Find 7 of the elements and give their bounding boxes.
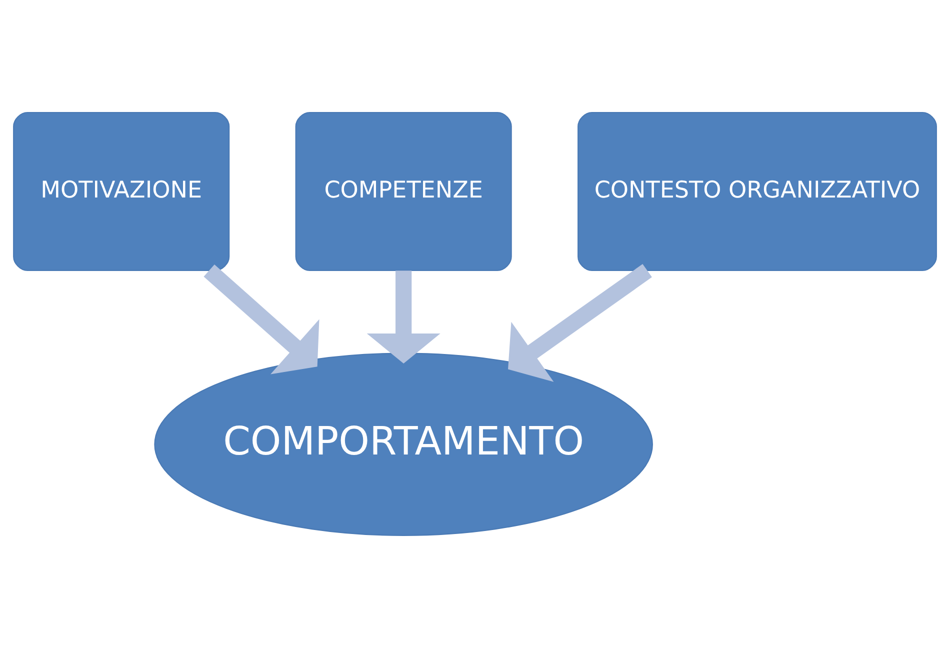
node-ellipse: COMPORTAMENTO bbox=[154, 352, 653, 536]
arrow bbox=[366, 270, 440, 364]
node-box: MOTIVAZIONE bbox=[13, 112, 230, 271]
node-box: CONTESTO ORGANIZZATIVO bbox=[578, 112, 937, 271]
arrow bbox=[204, 264, 320, 374]
node-box: COMPETENZE bbox=[295, 112, 512, 271]
arrow bbox=[508, 264, 652, 382]
